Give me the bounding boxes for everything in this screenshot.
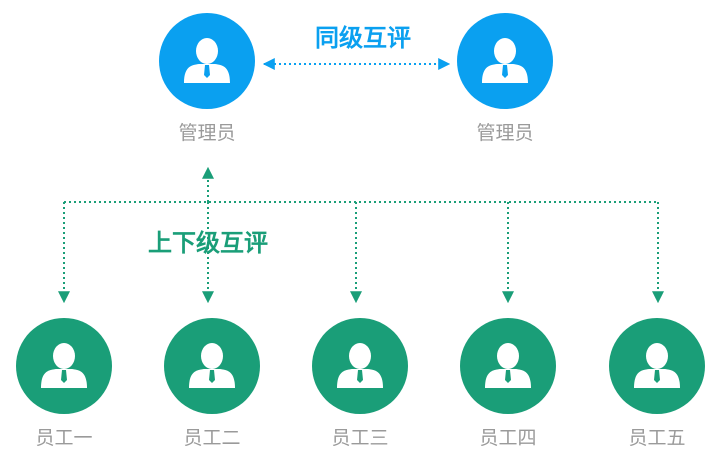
employee-1-node: 员工一 — [16, 318, 112, 449]
admin-2-node: 管理员 — [457, 13, 553, 144]
peer-review-label: 同级互评 — [315, 24, 411, 52]
person-icon — [634, 343, 680, 388]
admin-1-node: 管理员 — [159, 13, 255, 144]
person-icon — [485, 343, 531, 388]
employee-5-label: 员工五 — [628, 427, 685, 449]
admin-nodes: 管理员 管理员 — [159, 13, 553, 144]
employee-2-node: 员工二 — [164, 318, 260, 449]
person-icon — [41, 343, 87, 388]
employee-1-label: 员工一 — [35, 427, 92, 449]
person-icon — [482, 38, 528, 83]
person-icon — [184, 38, 230, 83]
employee-5-node: 员工五 — [609, 318, 705, 449]
employee-4-label: 员工四 — [479, 427, 536, 449]
hierarchy-connectors — [58, 166, 664, 304]
admin-2-label: 管理员 — [476, 122, 533, 144]
employee-3-node: 员工三 — [312, 318, 408, 449]
person-icon — [337, 343, 383, 388]
person-icon — [189, 343, 235, 388]
employee-3-label: 员工三 — [331, 427, 388, 449]
admin-1-label: 管理员 — [178, 122, 235, 144]
hierarchy-review-label: 上下级互评 — [148, 229, 268, 257]
employee-4-node: 员工四 — [460, 318, 556, 449]
employee-nodes: 员工一 员工二 员工三 员工四 员工五 — [16, 318, 705, 449]
employee-2-label: 员工二 — [183, 427, 240, 449]
